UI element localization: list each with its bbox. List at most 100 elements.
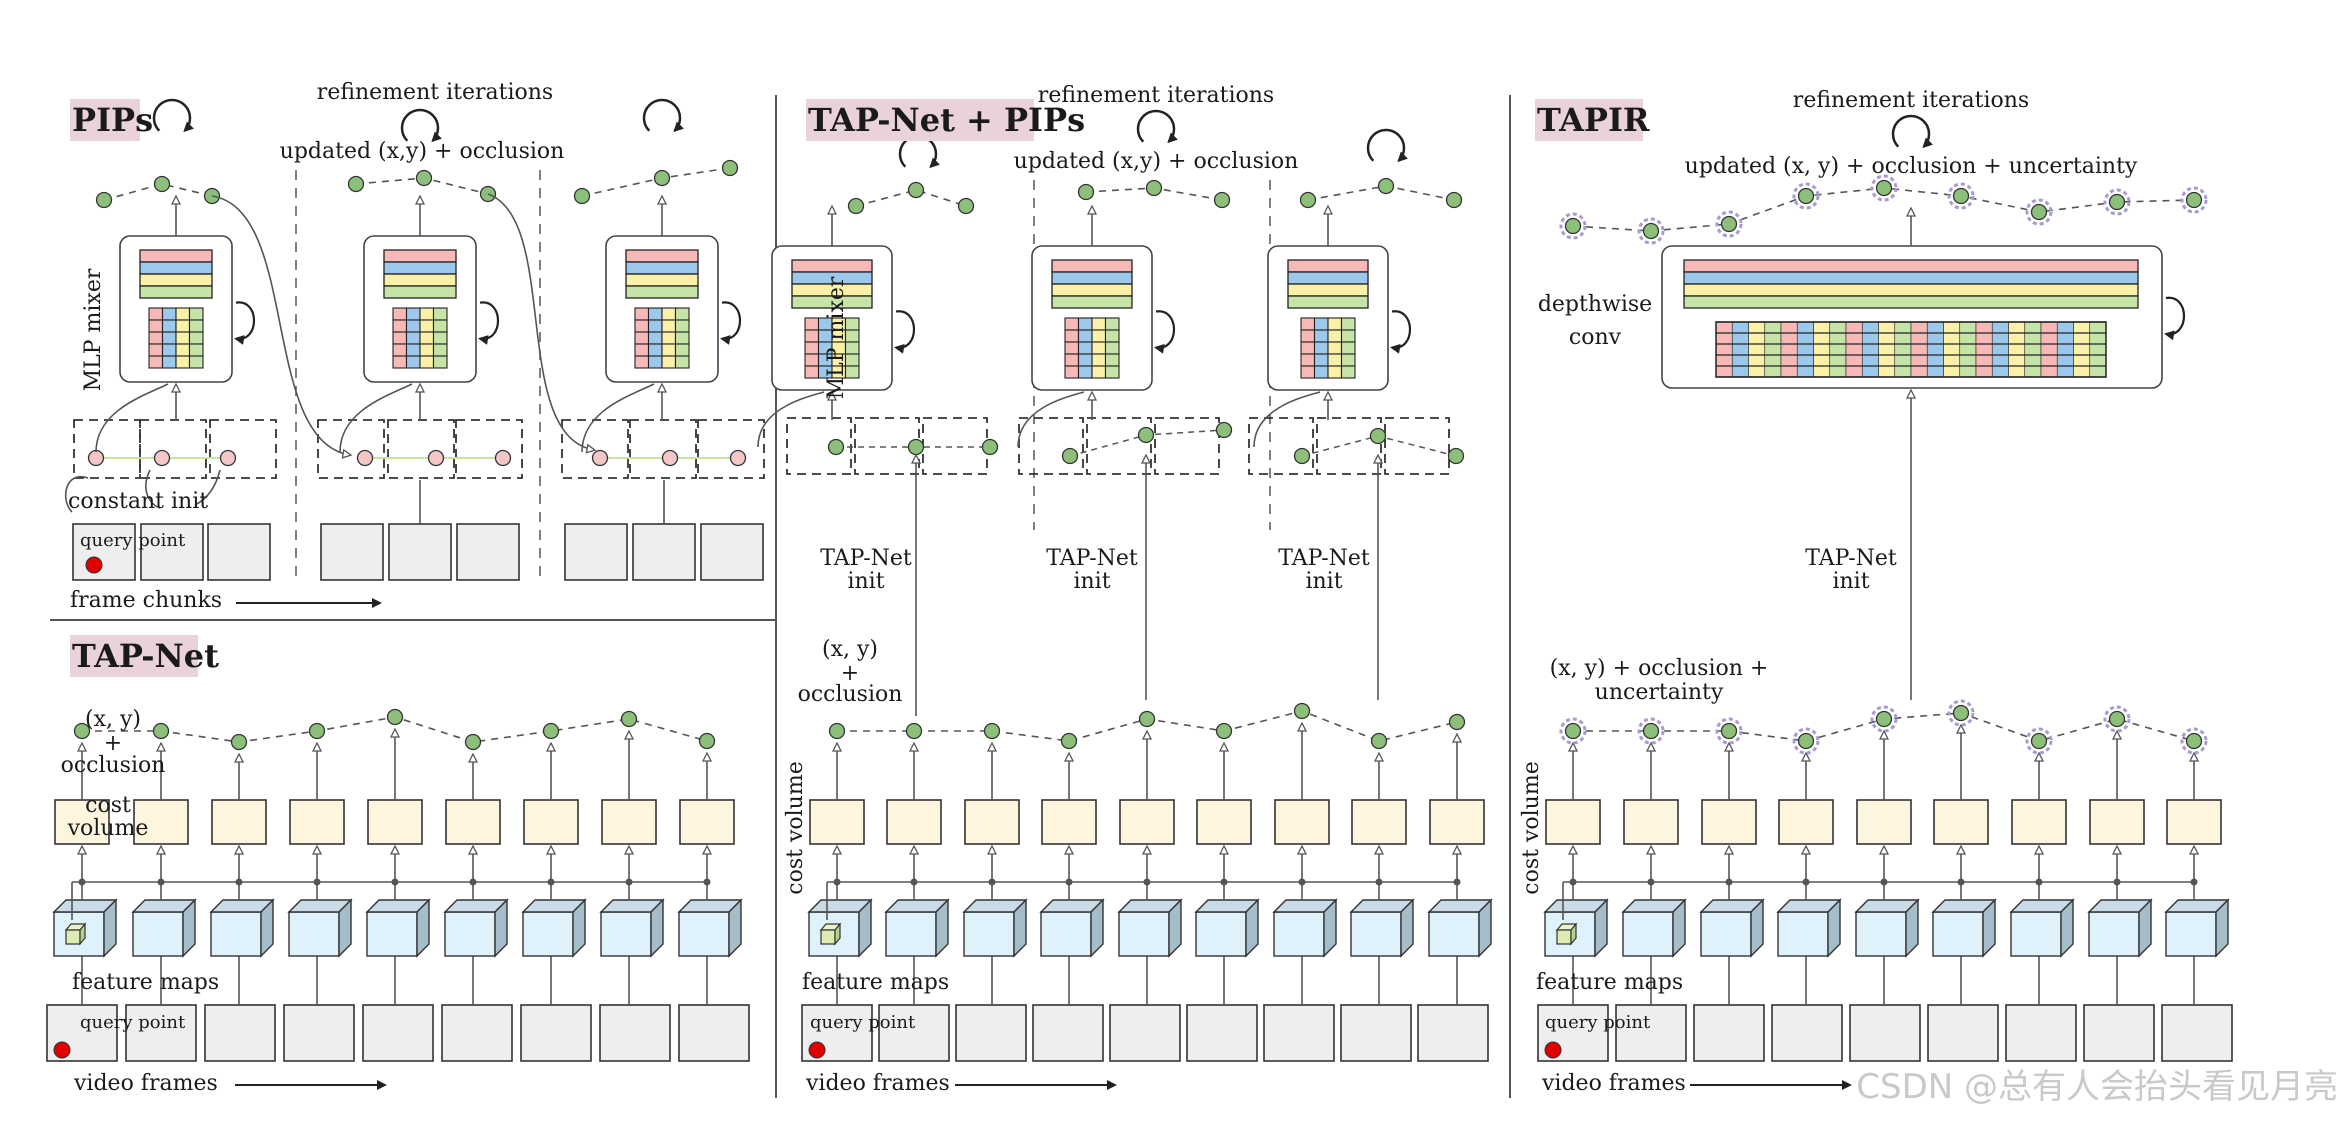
tapnet-pips-output-track-point [1215,722,1233,740]
tapnet-feature-map-front [288,911,340,957]
tapnet-pips-mlp-mixer-3-grid-cell [1300,353,1316,367]
pips-mlp-mixer-2-grid-cell [405,343,421,357]
tapir-depthwise-grid-cell [2024,365,2042,378]
tapnet-volume-label: volume [67,816,149,841]
tapnet-pips-init-point [1447,447,1465,465]
tapnet-video-frame [204,1004,276,1062]
tapir-depthwise-grid-cell [1715,332,1733,345]
tapir-depthwise-grid-cell [1975,332,1993,345]
tapnet-pips-mlp-mixer-3-grid-cell [1300,365,1316,379]
pips-init-point [356,449,374,467]
tapnet-video-frame [362,1004,434,1062]
tapnet-pips-mlp-mixer-3-grid-cell [1327,341,1343,355]
pips-mlp-mixer-label: MLP mixer [81,268,106,391]
pips-chunk-box [139,419,207,479]
tapnet-pips-feature-map-side [1013,898,1027,958]
tapnet-output-track-point [152,722,170,740]
query-point-labels: query point query point query point quer… [80,530,1651,1033]
tapir-depthwise-grid-cell [1894,332,1912,345]
tapnet-feature-maps-label: feature maps [72,970,219,995]
tapnet-pips-mlp-mixer-3-stripe [1287,295,1369,309]
tapir-feature-map-side [1750,898,1764,958]
pips-carry-curve-1 [211,195,350,455]
pips-mlp-mixer-3-loop [720,301,742,345]
pips-mlp-mixer-1-grid-cell [175,331,191,345]
tapir-feature-maps-label: feature maps [1536,970,1683,995]
tapir-output-track-point-ring [2180,727,2208,755]
pips-feed-curve [95,383,169,453]
tapir-depthwise-grid-cell [2024,321,2042,334]
tapir-title: TAPIR [1537,101,1650,139]
tapnet-pips-feature-map-front [885,911,937,957]
tapir-init-label-a: TAP-Net [1805,546,1897,571]
pips-mlp-mixer-3-grid-cell [674,319,690,333]
tapir-depthwise-grid-cell [1926,321,1944,334]
tapir-depthwise-grid-cell [1780,365,1798,378]
tapnet-pips-mlp-mixer-3-grid-cell [1313,341,1329,355]
tapir-refine-loop [1891,114,1933,149]
tapir-depthwise-grid-cell [2089,332,2107,345]
tapnet-pips-mlp-mixer-3-loop [1390,310,1412,354]
tapir-depthwise-grid-cell [1796,365,1814,378]
tapnet-pips-init-label-3b: init [1305,569,1342,594]
pips-init-point [591,449,609,467]
tapir-output-track-point-ring [1559,717,1587,745]
tapir-video-frame [1615,1004,1687,1062]
tapnet-pips-output-1-point [957,197,975,215]
tapir-depthwise-grid-cell [1878,343,1896,356]
pips-mlp-mixer-2-stripe [383,285,457,299]
pips-mlp-mixer-3-grid-cell [674,355,690,369]
tapnet-pips-output-track-point [1293,702,1311,720]
tapir-depthwise-grid-cell [2008,332,2026,345]
tapnet-pips-mlp-mixer-2-grid-cell [1104,329,1120,343]
tapir-feature-map-query-front [1556,929,1572,945]
tapir-title-bg [1535,99,1643,141]
pips-refine-loop-1 [152,98,194,133]
tapir-refined-track-point-ring [1792,182,1820,210]
tapir-output-track-point [2185,732,2203,750]
tapir-depthwise-grid-cell [1764,343,1782,356]
tapir-depthwise-grid-cell [1943,332,1961,345]
tapnet-pips-feature-map-front [1350,911,1402,957]
pips-mlp-mixer-1-grid-cell [148,355,164,369]
tapnet-pips-cost-volume [886,799,942,845]
pips-mlp-mixer-2-grid-cell [392,331,408,345]
tapir-depthwise-grid-cell [2073,332,2091,345]
pips-mlp-mixer-2-grid-cell [419,355,435,369]
tapnet-query-dot [53,1041,71,1059]
pips-mlp-mixer-1-loop [234,301,256,345]
tapnet-pips-init-label-3a: TAP-Net [1278,546,1370,571]
tapnet-output-track-point [230,733,248,751]
tapir-depthwise-grid-cell [1764,321,1782,334]
tapir-output-label-a: (x, y) + occlusion + [1550,656,1769,681]
tapnet-pips-feature-map-side [1168,898,1182,958]
tapir-depthwise-grid-cell [1796,332,1814,345]
tapnet-pips-cost-volume [1429,799,1485,845]
tapir-refined-track-point [2185,191,2203,209]
pips-mlp-mixer-2-grid-cell [419,307,435,321]
pips-constant-init-label: constant init [68,489,208,514]
tapnet-pips-refinement-label: refinement iterations [1038,83,1274,108]
tapir-output-track-point [1564,722,1582,740]
pips-init-point [494,449,512,467]
pips-updated-label: updated (x,y) + occlusion [280,139,565,164]
tapnet-pips-mlp-mixer-3-grid-cell [1340,341,1356,355]
tapir-depthwise-grid-cell [2024,354,2042,367]
pips-mlp-mixer-1-grid-cell [161,307,177,321]
tapnet-feature-map-front [600,911,652,957]
tapir-video-frame [1693,1004,1765,1062]
tapir-depthwise-grid-cell [2056,343,2074,356]
pips-mlp-mixer-1-grid-cell [148,319,164,333]
tapnet-pips-mlp-mixer-3-grid-cell [1313,317,1329,331]
pips-frame [632,523,696,581]
pips-chunk-box [387,419,455,479]
pips-mlp-mixer-3-stripe [625,285,699,299]
tapir-depthwise-grid-cell [2056,321,2074,334]
tapir-refined-track-point [1797,187,1815,205]
tapir-depthwise-grid-cell [2056,354,2074,367]
tapnet-video-frame [678,1004,750,1062]
pips-mlp-mixer-2-loop [478,301,500,345]
tapnet-pips-output-track-point [1138,710,1156,728]
tapnet-feature-map-query-side [79,922,86,946]
